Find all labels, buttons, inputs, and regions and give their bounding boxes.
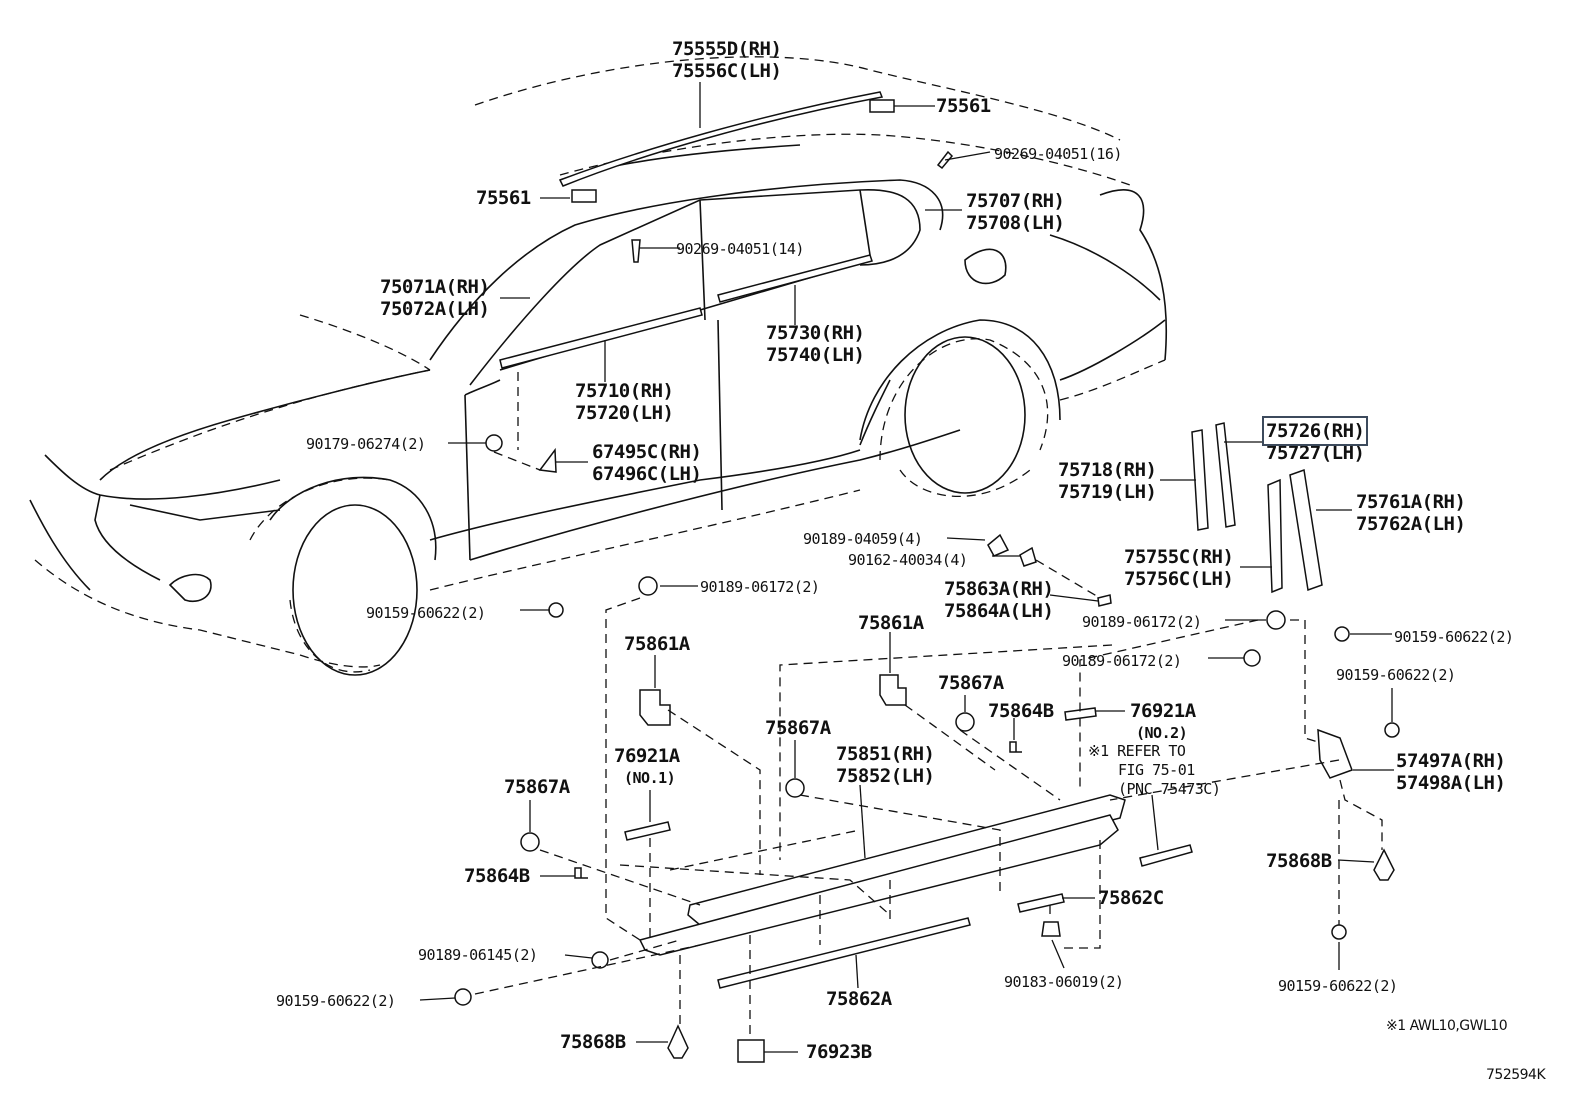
part-label: 75561 [476,187,531,209]
figure-id: 752594K [1486,1067,1546,1083]
rocker-panel-assembly [454,533,1400,1063]
part-label: 75071A(RH)75072A(LH) [380,276,490,320]
part-label: 75867A [765,717,831,739]
part-label: 75755C(RH)75756C(LH) [1124,546,1234,590]
part-label: 75861A [858,612,924,634]
part-label: 75851(RH)75852(LH) [836,743,935,787]
part-label: 90189-06145(2) [418,946,538,964]
part-label: 75726(RH)75727(LH) [1261,416,1369,464]
part-label: 75862C [1098,887,1164,909]
part-label: 75864B [464,865,530,887]
part-label: 75707(RH)75708(LH) [966,190,1065,234]
part-label: 90189-06172(2) [700,578,820,596]
part-label: 76921A(NO.2) [1130,700,1196,742]
part-label: 75710(RH)75720(LH) [575,380,674,424]
part-label: 75868B [560,1031,626,1053]
part-label: 90162-40034(4) [848,551,968,569]
part-label: 67495C(RH)67496C(LH) [592,441,702,485]
part-label: 90159-60622(2) [276,992,396,1010]
part-label: 90159-60622(2) [1278,977,1398,995]
part-label: 75864B [988,700,1054,722]
part-label: 90159-60622(2) [366,604,486,622]
part-label: 90179-06274(2) [306,435,426,453]
leader-lines [419,82,1394,1053]
part-label: 75761A(RH)75762A(LH) [1356,491,1466,535]
pillar-garnish-parts [1191,422,1323,594]
part-label: 75718(RH)75719(LH) [1058,459,1157,503]
footnote: ※1 AWL10,GWL10 [1386,1018,1508,1034]
part-label: 76923B [806,1041,872,1063]
part-label: 75867A [938,672,1004,694]
part-label: 90189-06172(2) [1082,613,1202,631]
part-label: 90183-06019(2) [1004,973,1124,991]
part-label: 57497A(RH)57498A(LH) [1396,750,1506,794]
part-label: 75867A [504,776,570,798]
part-label: 75555D(RH)75556C(LH) [672,38,782,82]
part-label: 75862A [826,988,892,1010]
part-label: 75730(RH)75740(LH) [766,322,865,366]
part-label: 76921A(NO.1) [614,745,680,787]
part-label: 90269-04051(14) [676,240,804,258]
part-label: 75863A(RH)75864A(LH) [944,578,1054,622]
part-label: 75868B [1266,850,1332,872]
part-label: 90269-04051(16) [994,145,1122,163]
part-label: 90159-60622(2) [1336,666,1456,684]
assembly-guide-lines [474,372,1383,1038]
roof-molding-parts [485,91,954,473]
part-label: 90189-06172(2) [1062,652,1182,670]
part-label: 75561 [936,95,991,117]
part-label: 75861A [624,633,690,655]
part-label: 90159-60622(2) [1394,628,1514,646]
part-label: 90189-04059(4) [803,530,923,548]
